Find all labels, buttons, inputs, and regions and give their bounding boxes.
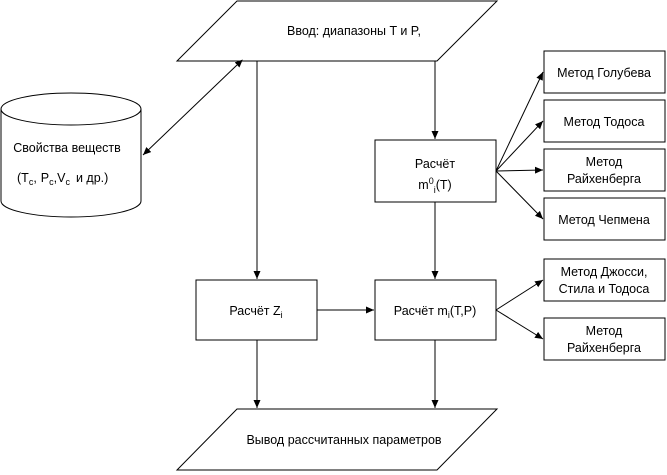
edge-m-jossi [495, 279, 544, 311]
calc-m0-line2: m0i(T) [418, 176, 451, 195]
method-chapman-node: Метод Чепмена [543, 197, 666, 241]
method-reichenberg-line1: Метод [586, 155, 623, 169]
method-todos-node: Метод Тодоса [543, 99, 666, 143]
method-golubev-node: Метод Голубева [543, 50, 666, 94]
edge-m-reichenberg2 [495, 309, 544, 340]
edge-m0-reichenberg [495, 166, 544, 174]
method-todos-label: Метод Тодоса [564, 115, 645, 129]
method-jossi-node: Метод Джосси, Стила и Тодоса [543, 258, 666, 302]
input-node: Ввод: диапазоны T и P, [175, 0, 499, 62]
method-reichenberg-line2: Райхенберга [567, 172, 641, 186]
edge-m0-todos [495, 120, 544, 172]
method-reichenberg2-node: Метод Райхенберга [543, 317, 666, 361]
method-reichenberg2-line2: Райхенберга [567, 341, 641, 355]
method-chapman-label: Метод Чепмена [558, 213, 650, 227]
calc-m-label: Расчёт mi(T,P) [394, 304, 476, 320]
database-title: Свойства веществ [13, 141, 121, 155]
output-label: Вывод рассчитанных параметров [246, 433, 441, 447]
calc-z-label: Расчёт Zi [229, 304, 282, 320]
calc-m-node: Расчёт mi(T,P) [374, 279, 497, 341]
calc-z-node: Расчёт Zi [195, 279, 318, 341]
method-jossi-line1: Метод Джосси, [561, 265, 648, 279]
edge-input-database [142, 59, 243, 156]
method-jossi-line2: Стила и Тодоса [559, 282, 650, 296]
edge-m0-golubev [495, 71, 544, 172]
method-golubev-label: Метод Голубева [557, 66, 651, 80]
edge-m0-chapman [495, 170, 544, 220]
calc-m0-line1: Расчёт [415, 157, 455, 171]
method-reichenberg-node: Метод Райхенберга [543, 148, 666, 192]
input-label: Ввод: диапазоны T и P, [287, 24, 421, 38]
calc-m0-node: Расчёт m0i(T) [374, 139, 497, 203]
output-node: Вывод рассчитанных параметров [175, 408, 499, 471]
method-reichenberg2-line1: Метод [586, 324, 623, 338]
